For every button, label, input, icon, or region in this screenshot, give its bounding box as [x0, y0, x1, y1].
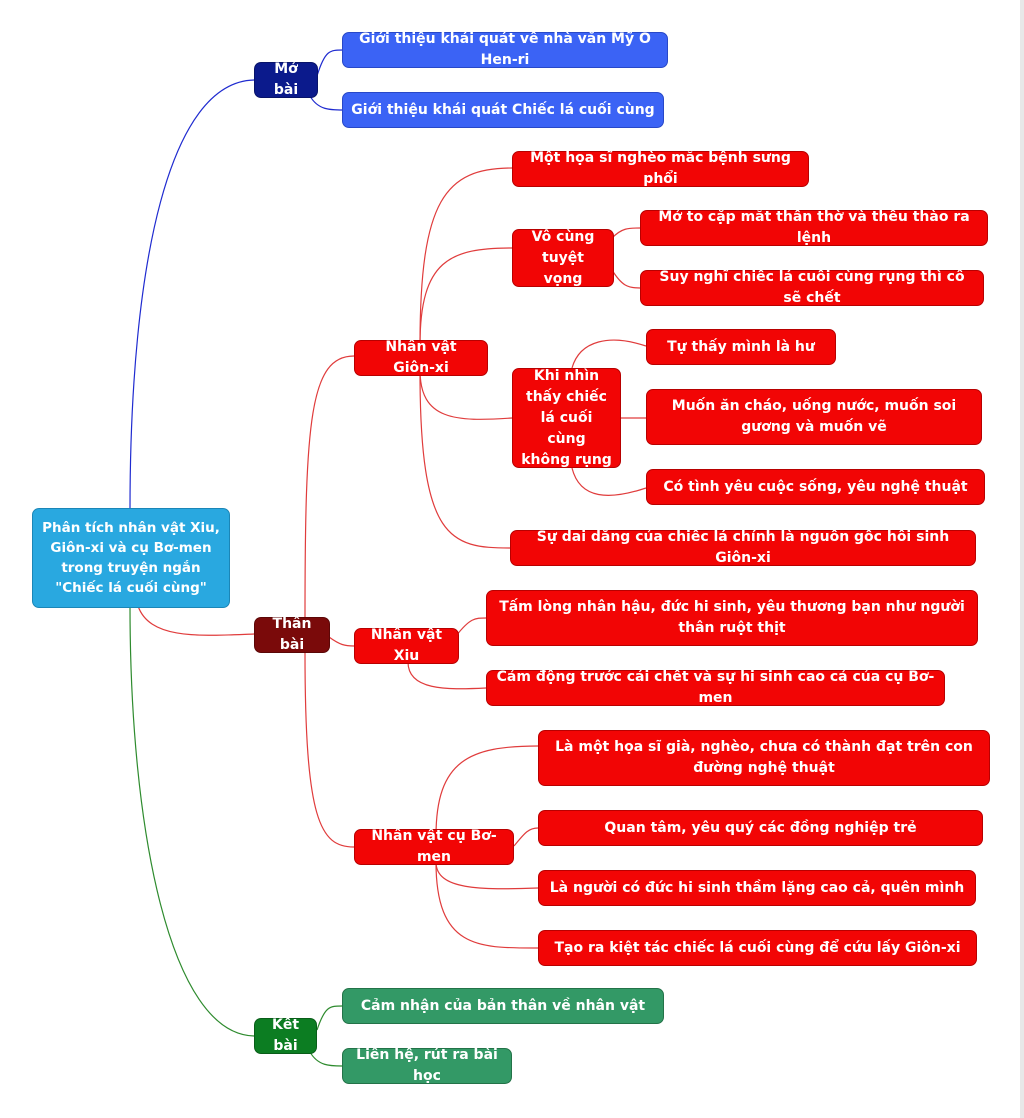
bomen-item-1[interactable]: Là một họa sĩ già, nghèo, chưa có thành …	[538, 730, 990, 786]
gionxi-item-1[interactable]: Một họa sĩ nghèo mắc bệnh sưng phổi	[512, 150, 809, 187]
ket-bai-node[interactable]: Kết bài	[254, 1017, 317, 1054]
xiu-item-2[interactable]: Cảm động trước cái chết và sự hi sinh ca…	[486, 669, 945, 706]
ket-bai-item-1-label: Cảm nhận của bản thân về nhân vật	[360, 997, 646, 1014]
bomen-label: Nhân vật cụ Bơ-men	[371, 828, 497, 865]
root-label: Phân tích nhân vật Xiu, Giôn-xi và cụ Bơ…	[42, 520, 220, 596]
edge-than-bai-xiu	[328, 636, 355, 647]
than-bai-label: Thân bài	[272, 616, 312, 653]
mo-bai-item-2-label: Giới thiệu khái quát Chiếc lá cuối cùng	[351, 101, 655, 118]
gionxi-label: Nhân vật Giôn-xi	[385, 339, 457, 376]
edge-bomen-4	[435, 861, 539, 949]
edge-khinhin-3	[571, 467, 647, 496]
bomen-item-4-label: Tạo ra kiệt tác chiếc lá cuối cùng để cứ…	[554, 939, 961, 956]
xiu-node[interactable]: Nhân vật Xiu	[354, 627, 459, 664]
khinhin-label: Khi nhìn thấy chiếc lá cuối cùng không r…	[521, 367, 612, 468]
vocung-item-1[interactable]: Mở to cặp mắt thẫn thờ và thều thào ra l…	[640, 209, 988, 246]
khinhin-item-3-label: Có tình yêu cuộc sống, yêu nghệ thuật	[663, 478, 968, 495]
edge-root-than-bai	[137, 605, 255, 636]
xiu-label: Nhân vật Xiu	[370, 627, 443, 664]
bomen-item-1-label: Là một họa sĩ già, nghèo, chưa có thành …	[555, 739, 973, 776]
edge-than-bai-gionxi	[304, 355, 355, 619]
gionxi-item-last[interactable]: Sự dai dẳng của chiếc lá chính là nguồn …	[510, 529, 976, 566]
vocung-item-2[interactable]: Suy nghĩ chiếc lá cuối cùng rụng thì cô …	[640, 269, 984, 306]
mo-bai-item-1-label: Giới thiệu khái quát về nhà văn Mỹ O Hen…	[359, 31, 651, 68]
root-node[interactable]: Phân tích nhân vật Xiu, Giôn-xi và cụ Bơ…	[32, 508, 230, 608]
edge-vocung-1	[611, 227, 641, 239]
edge-gionxi-vocung	[419, 247, 513, 346]
gionxi-node[interactable]: Nhân vật Giôn-xi	[354, 339, 488, 376]
edge-mo-bai-2	[309, 95, 344, 111]
edge-xiu-1	[455, 617, 487, 637]
edge-root-mo-bai	[129, 79, 255, 511]
edge-bomen-1	[435, 745, 539, 837]
vocung-node[interactable]: Vô cùng tuyệt vọng	[512, 229, 614, 287]
khinhin-item-3[interactable]: Có tình yêu cuộc sống, yêu nghệ thuật	[646, 469, 985, 505]
khinhin-item-1-label: Tự thấy mình là hư	[667, 338, 815, 355]
xiu-item-2-label: Cảm động trước cái chết và sự hi sinh ca…	[496, 669, 935, 706]
bomen-node[interactable]: Nhân vật cụ Bơ-men	[354, 828, 514, 865]
mo-bai-item-2[interactable]: Giới thiệu khái quát Chiếc lá cuối cùng	[342, 92, 664, 128]
bomen-item-2-label: Quan tâm, yêu quý các đồng nghiệp trẻ	[604, 819, 917, 836]
khinhin-item-1[interactable]: Tự thấy mình là hư	[646, 329, 836, 365]
edge-vocung-2	[611, 269, 641, 289]
vocung-item-2-label: Suy nghĩ chiếc lá cuối cùng rụng thì cô …	[659, 269, 965, 306]
edge-bomen-3	[435, 861, 539, 890]
bomen-item-3[interactable]: Là người có đức hi sinh thầm lặng cao cả…	[538, 870, 976, 906]
bomen-item-3-label: Là người có đức hi sinh thầm lặng cao cả…	[549, 879, 965, 896]
edge-than-bai-bomen	[304, 651, 355, 848]
mo-bai-label: Mở bài	[273, 61, 299, 98]
ket-bai-label: Kết bài	[271, 1017, 300, 1054]
ket-bai-item-2-label: Liên hệ, rút ra bài học	[356, 1047, 498, 1084]
bomen-item-4[interactable]: Tạo ra kiệt tác chiếc lá cuối cùng để cứ…	[538, 930, 977, 966]
edge-xiu-2	[407, 661, 487, 690]
vocung-label: Vô cùng tuyệt vọng	[531, 228, 595, 287]
bomen-item-2[interactable]: Quan tâm, yêu quý các đồng nghiệp trẻ	[538, 810, 983, 846]
edge-gionxi-khinhin	[419, 369, 513, 420]
xiu-item-1-label: Tấm lòng nhân hậu, đức hi sinh, yêu thươ…	[499, 599, 965, 636]
khinhin-item-2-label: Muốn ăn cháo, uống nước, muốn soi gương …	[671, 398, 957, 435]
vocung-item-1-label: Mở to cặp mắt thẫn thờ và thều thào ra l…	[658, 209, 970, 246]
edge-khinhin-1	[571, 339, 647, 369]
edge-ket-bai-1	[316, 1005, 343, 1031]
gionxi-item-1-label: Một họa sĩ nghèo mắc bệnh sưng phổi	[530, 150, 791, 187]
mo-bai-item-1[interactable]: Giới thiệu khái quát về nhà văn Mỹ O Hen…	[342, 31, 668, 68]
edge-gionxi-1	[419, 167, 513, 346]
edge-gionxi-last	[419, 371, 511, 549]
mo-bai-node[interactable]: Mở bài	[254, 61, 318, 98]
gionxi-item-last-label: Sự dai dẳng của chiếc lá chính là nguồn …	[536, 529, 950, 566]
xiu-item-1[interactable]: Tấm lòng nhân hậu, đức hi sinh, yêu thươ…	[486, 590, 978, 646]
edge-bomen-2	[513, 827, 539, 847]
ket-bai-item-2[interactable]: Liên hệ, rút ra bài học	[342, 1047, 512, 1084]
khinhin-node[interactable]: Khi nhìn thấy chiếc lá cuối cùng không r…	[512, 368, 621, 468]
khinhin-item-2[interactable]: Muốn ăn cháo, uống nước, muốn soi gương …	[646, 389, 982, 445]
right-edge-scrollbar	[1020, 0, 1024, 1118]
edge-mo-bai-1	[316, 49, 344, 77]
ket-bai-item-1[interactable]: Cảm nhận của bản thân về nhân vật	[342, 988, 664, 1024]
edge-root-ket-bai	[129, 605, 255, 1037]
edge-ket-bai-2	[309, 1051, 343, 1067]
than-bai-node[interactable]: Thân bài	[254, 616, 330, 653]
